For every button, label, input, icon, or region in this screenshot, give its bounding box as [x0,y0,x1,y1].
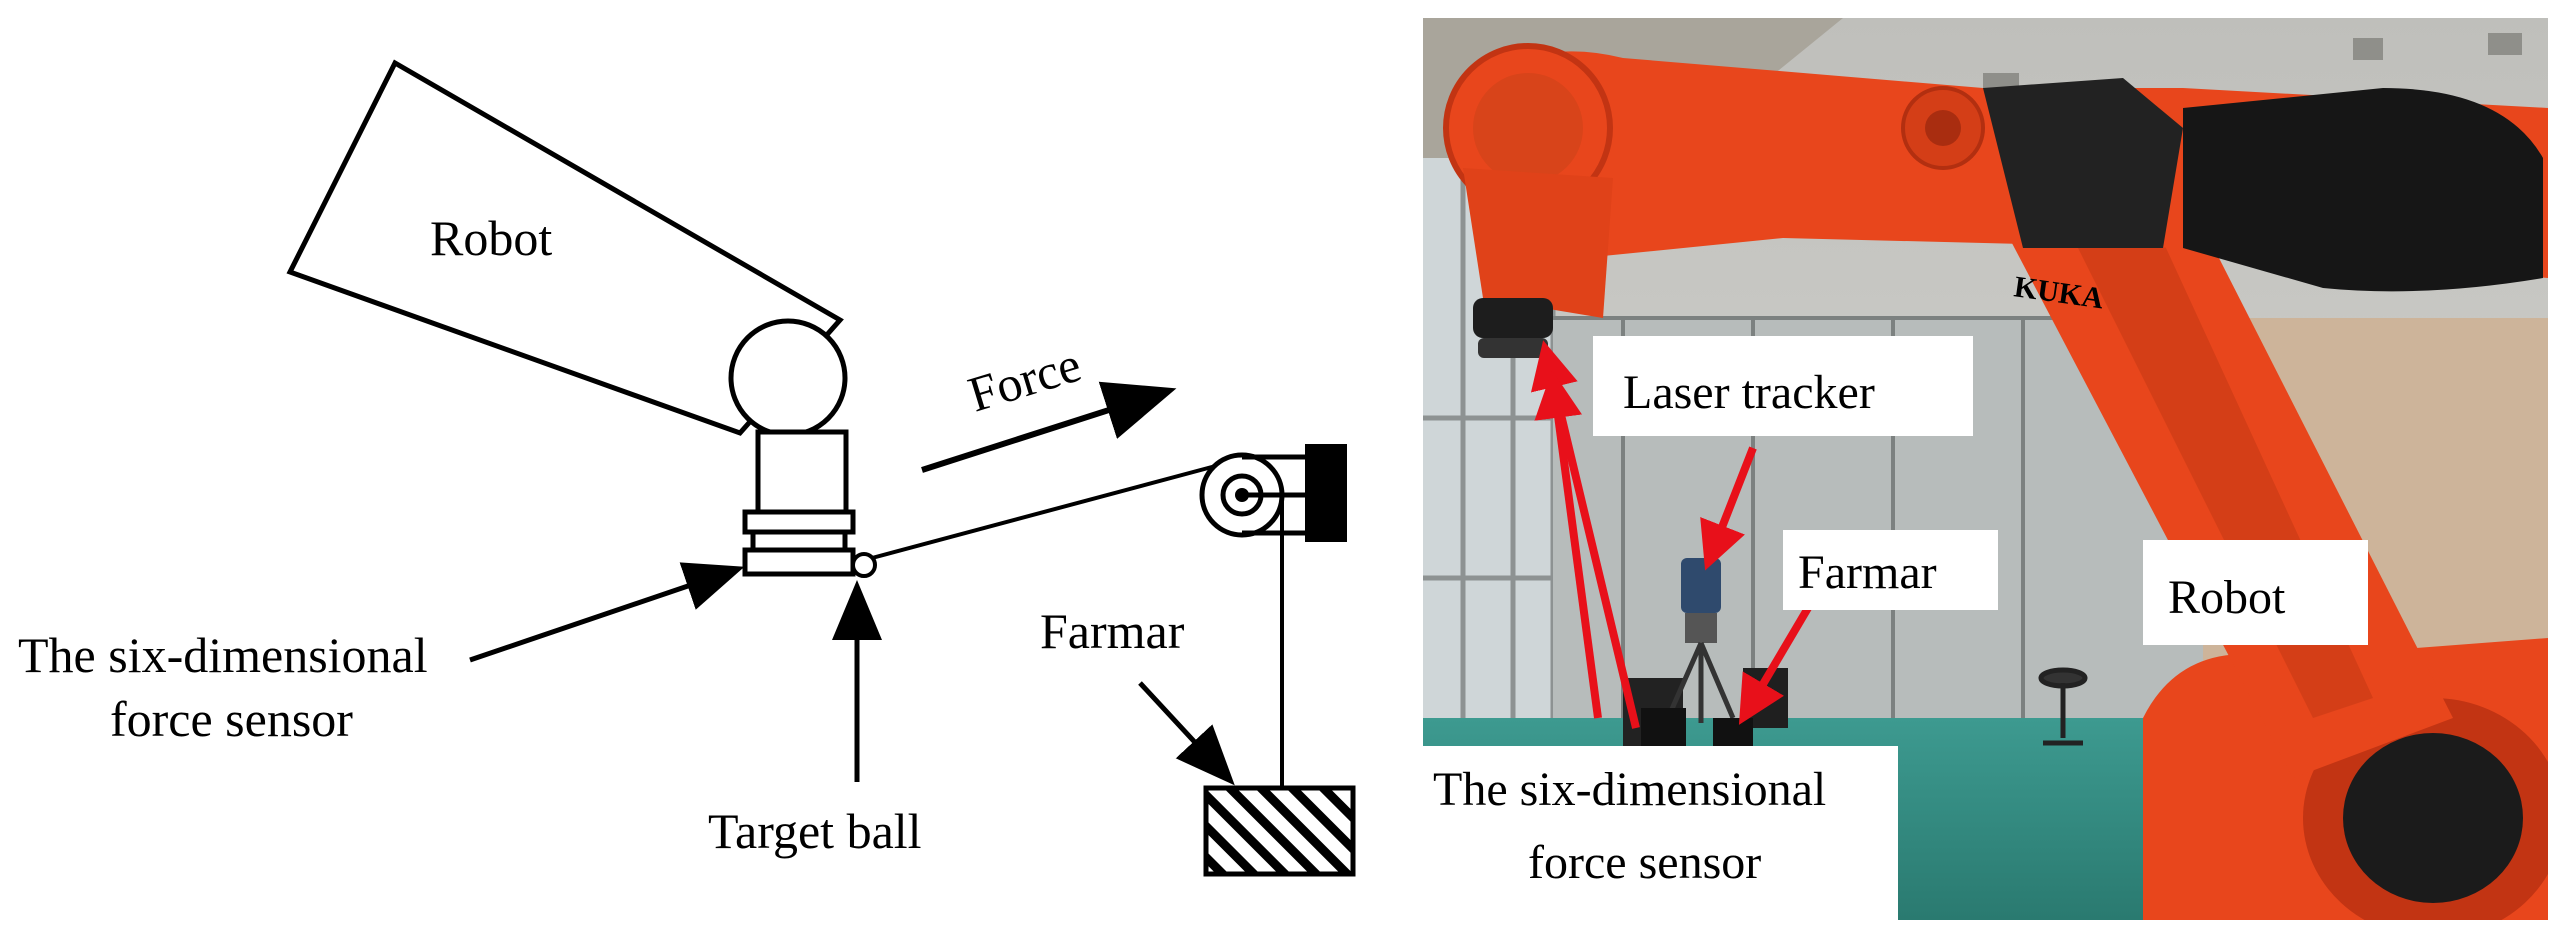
farmar-pointer-arrow [1138,681,1235,786]
force-sensor-plate-mid [750,529,848,553]
robot-arm-shape [286,59,844,436]
photo-robot-label: Robot [2168,571,2286,624]
robot-wrist [755,429,849,515]
schematic-diagram: Robot Force Farmar The six-dimensional f… [18,59,1356,877]
photo-sensor-label-line2: force sensor [1528,836,1761,889]
sensor-arrow-right [1534,370,1602,719]
robot-joint-circle [728,318,848,438]
laser-tracker-arrow [1700,446,1757,571]
farmar-label: Farmar [1040,603,1185,659]
target-ball-label: Target ball [708,803,922,859]
experiment-photo: KUKA Laser tracker Farmar Robot The six-… [1423,18,2548,920]
sensor-label-line1: The six-dimensional [18,627,428,683]
laser-tracker-device [1665,558,1736,723]
sensor-label-line2: force sensor [110,691,353,747]
photo-farmar-label: Farmar [1798,546,1937,599]
farmar-arrow [1738,605,1812,725]
robot-label-box [2143,540,2368,645]
lab-stool [2038,667,2088,746]
target-ball [851,552,877,578]
photo-arrows [1530,340,1812,729]
cable-line [871,458,1239,560]
force-sensor-plate-bottom [742,547,856,577]
laser-tracker-label: Laser tracker [1623,366,1875,419]
hanging-weight [1203,785,1356,877]
laser-tracker-label-box [1593,336,1973,436]
farmar-weight-left [1641,708,1686,746]
sensor-label-box [1423,746,1898,920]
wall-mount-block [1305,444,1347,542]
force-label: Force [962,336,1087,423]
force-sensor-plate-top [742,509,856,535]
force-arrow [921,381,1177,473]
sensor-pointer-arrow [469,562,745,663]
robot-label: Robot [430,210,552,266]
farmar-label-box [1783,530,1998,610]
photo-sensor-label-line1: The six-dimensional [1433,763,1826,816]
